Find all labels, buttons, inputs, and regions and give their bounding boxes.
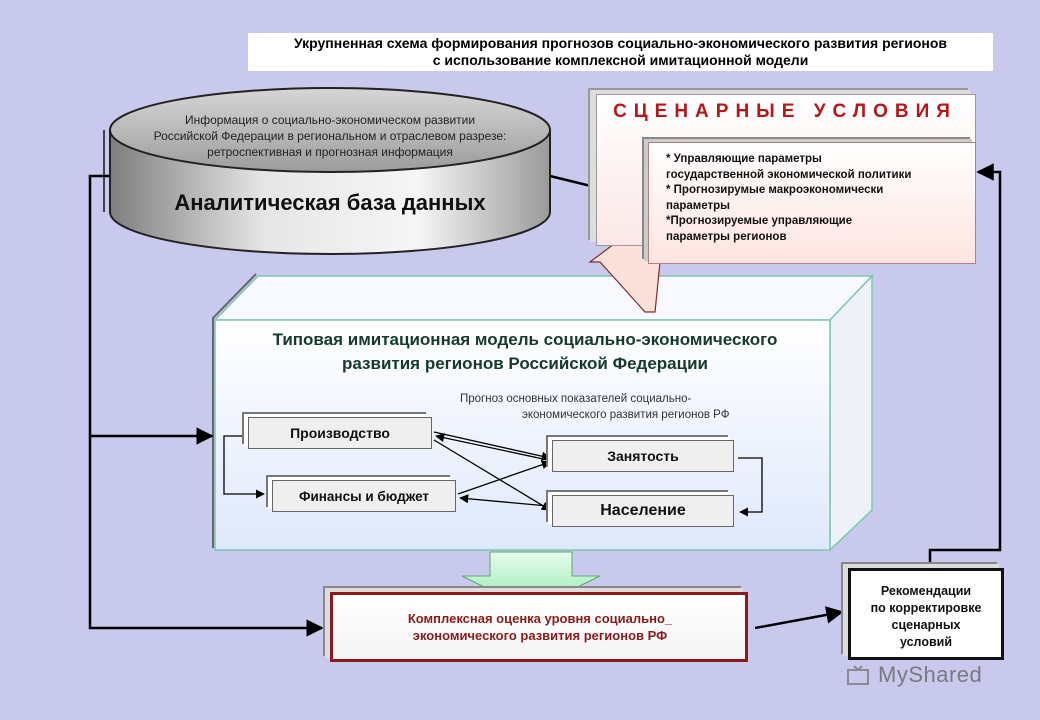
database-info-line-1: Информация о социально-экономическом раз… — [184, 113, 476, 127]
scenario-title: СЦЕНАРНЫЕ УСЛОВИЯ — [613, 101, 957, 122]
scenario-item: параметры регионов — [666, 230, 787, 243]
scenario-item: *Прогнозируемые управляющие — [666, 215, 853, 227]
evaluation-text: Комплексная оценка уровня социально_ эко… — [340, 610, 740, 644]
title-line-2: с использование комплексной имитационной… — [432, 52, 809, 68]
scenario-item: параметры — [666, 199, 730, 212]
population-label: Население — [600, 502, 686, 519]
recommendations-text: Рекомендации по корректировке сценарных … — [848, 583, 1004, 651]
forecast-line-2: экономического развития регионов РФ — [522, 409, 730, 421]
database-cylinder — [103, 87, 551, 255]
model-title: Типовая имитационная модель социально-эк… — [215, 328, 835, 376]
database-title: Аналитическая база данных — [174, 190, 486, 215]
recommendations-line: сценарных — [891, 618, 961, 632]
evaluation-line-2: экономического развития регионов РФ — [412, 628, 668, 643]
inner-connectors — [223, 431, 763, 517]
production-box: Производство — [248, 417, 432, 449]
employment-box: Занятость — [552, 440, 734, 472]
forecast-caption: Прогноз основных показателей социально- … — [440, 391, 780, 423]
population-box: Население — [552, 495, 734, 527]
recommendations-line: по корректировке — [870, 601, 982, 615]
model-title-line-1: Типовая имитационная модель социально-эк… — [272, 330, 778, 349]
finance-box: Финансы и бюджет — [272, 480, 456, 512]
watermark-label: MyShared — [878, 662, 983, 687]
recommendations-line: Рекомендации — [880, 584, 972, 598]
database-info-line-2: Российской Федерации в региональном и от… — [153, 129, 507, 143]
forecast-line-1: Прогноз основных показателей социально- — [460, 393, 692, 405]
scenario-item: * Прогнозирумые макроэкономически — [666, 184, 884, 196]
scenario-item: * Управляющие параметры — [666, 153, 822, 165]
scenario-list: * Управляющие параметры государственной … — [666, 152, 966, 245]
recommendations-box — [848, 568, 1004, 660]
employment-label: Занятость — [607, 448, 679, 464]
database-info-line-3: ретроспективная и прогнозная информация — [207, 145, 453, 159]
page-title: Укрупненная схема формирования прогнозов… — [248, 33, 993, 71]
evaluation-line-1: Комплексная оценка уровня социально_ — [407, 611, 673, 626]
finance-label: Финансы и бюджет — [298, 488, 430, 504]
scenario-list-panel — [648, 142, 976, 264]
database-info: Информация о социально-экономическом раз… — [120, 112, 540, 160]
production-label: Производство — [290, 425, 390, 441]
watermark-icon — [847, 665, 869, 685]
left-connector-lines — [88, 174, 324, 637]
evaluation-to-recommendation-arrow — [754, 606, 844, 630]
watermark-text: MyShared — [878, 662, 982, 688]
title-line-1: Укрупненная схема формирования прогнозов… — [293, 35, 948, 51]
recommendations-line: условий — [899, 635, 953, 649]
recommendation-to-scenario-arrow — [928, 163, 1002, 566]
evaluation-box — [330, 592, 748, 662]
model-title-line-2: развития регионов Российской Федерации — [342, 354, 708, 373]
scenario-item: государственной экономической политики — [666, 168, 912, 181]
